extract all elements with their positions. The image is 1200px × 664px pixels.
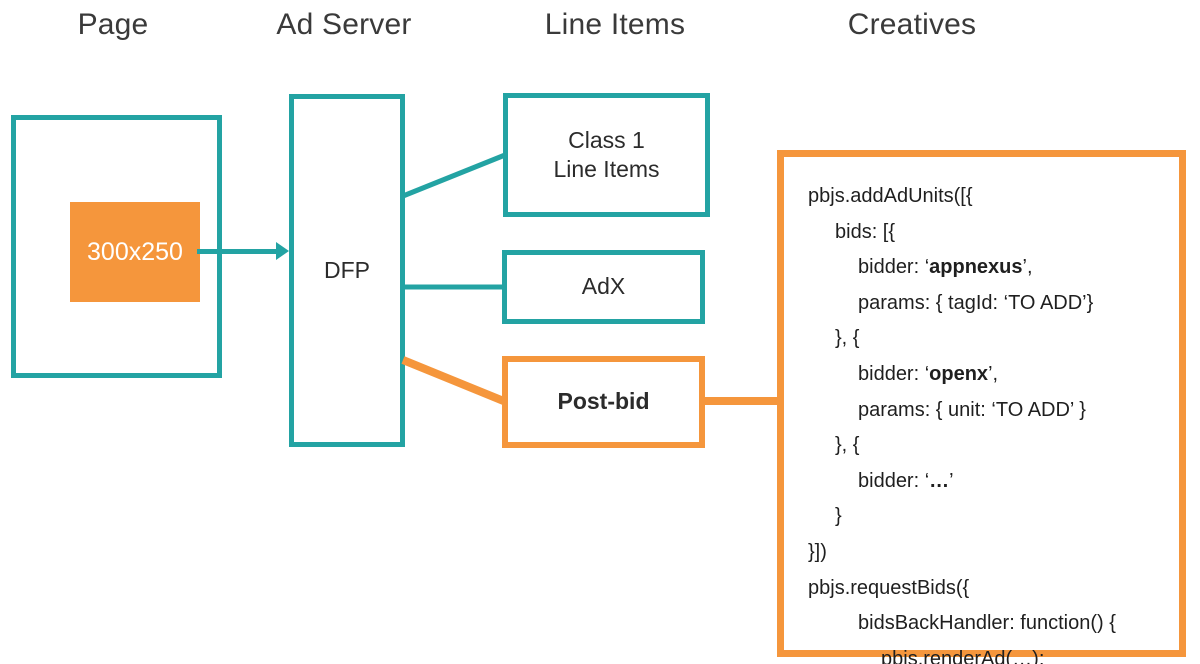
code-line: }]) bbox=[808, 535, 1173, 571]
code-line: params: { unit: ‘TO ADD’ } bbox=[808, 393, 1173, 429]
line-item-postbid-label: Post-bid bbox=[557, 388, 650, 415]
creatives-code-lines: pbjs.addAdUnits([{bids: [{bidder: ‘appne… bbox=[808, 179, 1173, 664]
ad-server-dfp-label: DFP bbox=[324, 256, 370, 283]
code-line: bids: [{ bbox=[808, 215, 1173, 251]
code-line: pbjs.addAdUnits([{ bbox=[808, 179, 1173, 215]
code-line: bidder: ‘openx’, bbox=[808, 357, 1173, 393]
column-header-page: Page bbox=[77, 8, 149, 41]
code-line: bidsBackHandler: function() { bbox=[808, 606, 1173, 642]
code-token-emphasis: appnexus bbox=[929, 256, 1023, 279]
line-item-class1-label: Class 1 Line Items bbox=[553, 126, 659, 185]
arrowhead-page-to-dfp-icon bbox=[276, 242, 289, 260]
code-token: bidder: ‘ bbox=[858, 362, 930, 385]
code-token: } bbox=[835, 505, 842, 528]
code-token: ’, bbox=[1022, 256, 1033, 279]
code-line: }, { bbox=[808, 428, 1173, 464]
code-line: params: { tagId: ‘TO ADD’} bbox=[808, 286, 1173, 322]
line-item-class1-line2: Line Items bbox=[553, 156, 660, 182]
code-token: }, { bbox=[835, 327, 860, 350]
code-line: } bbox=[808, 499, 1173, 535]
code-token: params: { unit: ‘TO ADD’ } bbox=[858, 398, 1086, 421]
connector-page-to-dfp bbox=[197, 249, 277, 254]
line-item-adx-box: AdX bbox=[502, 250, 705, 324]
code-token-emphasis: openx bbox=[929, 362, 989, 385]
code-token: bidder: ‘ bbox=[858, 256, 930, 279]
line-item-class1-box: Class 1 Line Items bbox=[503, 93, 710, 217]
connector-dfp-to-postbid bbox=[401, 356, 508, 406]
code-line: pbjs.renderAd(…); bbox=[808, 642, 1173, 664]
code-line: bidder: ‘appnexus’, bbox=[808, 250, 1173, 286]
connector-dfp-to-class1 bbox=[402, 152, 506, 199]
code-token: bidsBackHandler: function() { bbox=[858, 612, 1116, 635]
code-token: bids: [{ bbox=[835, 220, 896, 243]
code-line: }, { bbox=[808, 321, 1173, 357]
creative-slot-label: 300x250 bbox=[87, 237, 183, 266]
code-token: pbjs.addAdUnits([{ bbox=[808, 185, 973, 207]
line-item-class1-line1: Class 1 bbox=[568, 126, 645, 153]
code-token: params: { tagId: ‘TO ADD’} bbox=[858, 291, 1094, 314]
code-token: pbjs.renderAd(…); bbox=[881, 647, 1045, 664]
line-item-postbid-box: Post-bid bbox=[502, 356, 705, 448]
code-token: }]) bbox=[808, 540, 827, 563]
code-token-emphasis: … bbox=[929, 469, 950, 492]
column-header-ad-server: Ad Server bbox=[276, 8, 412, 41]
code-line: pbjs.requestBids({ bbox=[808, 571, 1173, 607]
code-token: bidder: ‘ bbox=[858, 469, 930, 492]
code-token: }, { bbox=[835, 434, 860, 457]
creative-slot-300x250: 300x250 bbox=[70, 202, 200, 302]
code-token: ’, bbox=[988, 362, 999, 385]
column-header-creatives: Creatives bbox=[847, 8, 977, 41]
ad-server-dfp-box: DFP bbox=[289, 94, 405, 447]
code-token: ’ bbox=[949, 469, 954, 492]
column-header-line-items: Line Items bbox=[544, 8, 686, 41]
line-item-adx-label: AdX bbox=[581, 273, 626, 300]
code-token: pbjs.requestBids({ bbox=[808, 576, 970, 599]
creatives-code-panel: pbjs.addAdUnits([{bids: [{bidder: ‘appne… bbox=[777, 150, 1186, 664]
code-line: bidder: ‘…’ bbox=[808, 464, 1173, 500]
